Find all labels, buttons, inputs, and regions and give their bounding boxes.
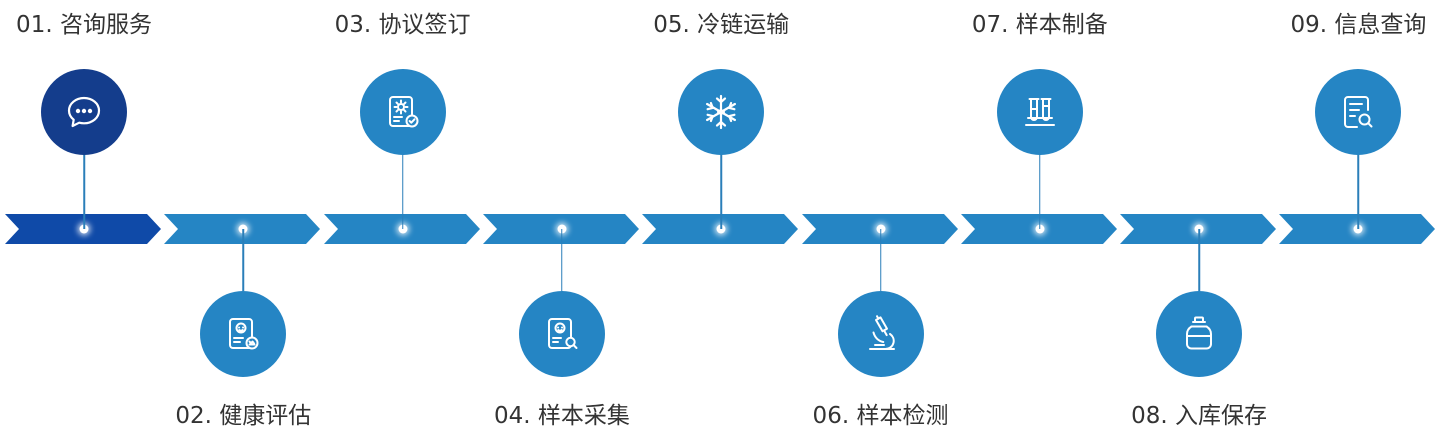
step-number: 05.: [653, 12, 690, 38]
step-icon-circle-7[interactable]: [996, 69, 1083, 155]
step-number: 02.: [175, 403, 212, 429]
document-search-icon: [1336, 90, 1380, 134]
step-name: 咨询服务: [52, 12, 152, 38]
step-label-8: 08. 入库保存: [1131, 405, 1267, 428]
timeline-node-dot: [1035, 224, 1045, 234]
timeline-node-dot: [398, 224, 408, 234]
step-label-5: 05. 冷链运输: [653, 14, 789, 37]
step-name: 样本检测: [849, 403, 949, 429]
timeline-node-dot: [1353, 224, 1363, 234]
step-icon-circle-6[interactable]: [837, 291, 924, 377]
step-icon-circle-1[interactable]: [41, 69, 127, 155]
step-name: 样本制备: [1008, 12, 1108, 38]
step-icon-circle-3[interactable]: [359, 69, 446, 155]
step-number: 01.: [16, 12, 53, 38]
snowflake-icon: [699, 90, 743, 134]
assessment-report-icon: [221, 312, 265, 356]
step-label-9: 09. 信息查询: [1290, 14, 1426, 37]
step-label-7: 07. 样本制备: [972, 14, 1108, 37]
step-label-2: 02. 健康评估: [175, 405, 311, 428]
timeline-node-dot: [79, 224, 89, 234]
step-connector-line: [561, 229, 563, 291]
step-name: 样本采集: [530, 403, 630, 429]
step-name: 信息查询: [1327, 12, 1427, 38]
step-name: 健康评估: [211, 403, 312, 429]
step-name: 入库保存: [1167, 403, 1268, 429]
step-number: 09.: [1290, 12, 1328, 38]
storage-tank-icon: [1177, 312, 1221, 356]
timeline-node-dot: [716, 224, 726, 234]
step-number: 08.: [1131, 403, 1168, 429]
step-icon-circle-9[interactable]: [1315, 69, 1402, 155]
step-connector-line: [1357, 154, 1360, 229]
microscope-icon: [859, 312, 903, 356]
step-name: 协议签订: [371, 12, 471, 38]
step-connector-line: [879, 229, 882, 291]
signed-agreement-icon: [381, 90, 425, 134]
step-label-3: 03. 协议签订: [335, 14, 471, 37]
step-label-4: 04. 样本采集: [494, 405, 630, 428]
step-icon-circle-4[interactable]: [518, 291, 605, 377]
step-connector-line: [1198, 229, 1200, 291]
step-connector-line: [1039, 154, 1041, 229]
step-connector-line: [83, 154, 85, 229]
chat-bubble-icon: [62, 90, 106, 134]
sample-search-icon: [540, 312, 584, 356]
step-number: 04.: [493, 403, 531, 429]
step-number: 03.: [334, 12, 372, 38]
step-label-1: 01. 咨询服务: [16, 14, 152, 37]
test-tubes-icon: [1018, 90, 1062, 134]
step-icon-circle-8[interactable]: [1156, 291, 1243, 377]
step-connector-line: [242, 229, 245, 291]
step-icon-circle-5[interactable]: [678, 69, 765, 155]
step-number: 06.: [812, 403, 850, 429]
step-label-6: 06. 样本检测: [813, 405, 949, 428]
step-connector-line: [401, 154, 404, 229]
step-number: 07.: [971, 12, 1009, 38]
step-icon-circle-2[interactable]: [200, 291, 287, 377]
step-name: 冷链运输: [689, 12, 790, 38]
step-connector-line: [720, 154, 722, 229]
